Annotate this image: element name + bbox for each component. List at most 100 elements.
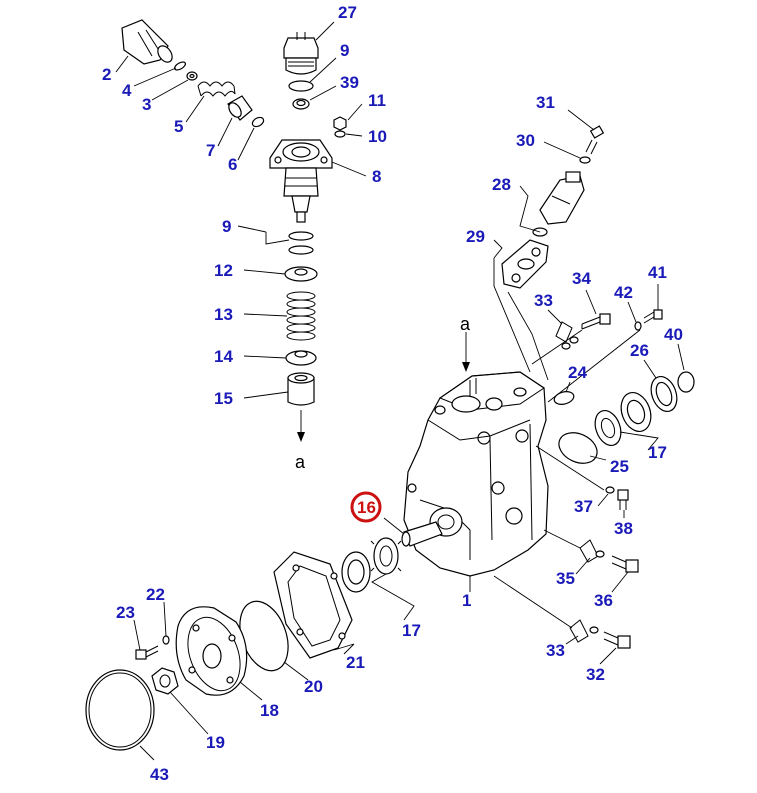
callout-4[interactable]: 4	[122, 81, 132, 100]
reference-arrow-body	[462, 332, 470, 372]
valve-housing-8-part	[269, 139, 333, 223]
callout-24[interactable]: 24	[568, 363, 587, 382]
callout-14[interactable]: 14	[214, 347, 233, 366]
oil-seal-17-part	[341, 551, 371, 593]
callout-20[interactable]: 20	[304, 677, 323, 696]
callout-28[interactable]: 28	[492, 175, 511, 194]
o-ring-9-upper-part	[288, 80, 314, 92]
callout-11[interactable]: 11	[368, 91, 386, 110]
callout-29[interactable]: 29	[466, 227, 485, 246]
bolt-23-part	[135, 645, 159, 660]
parts-drawing	[85, 19, 695, 751]
callout-22[interactable]: 22	[146, 585, 165, 604]
gasket-29-part	[501, 227, 549, 289]
bolt-32-part	[603, 631, 631, 649]
bolt-41-part	[643, 309, 663, 324]
callout-5[interactable]: 5	[174, 117, 183, 136]
ring-6-part	[251, 116, 265, 128]
callout-27[interactable]: 27	[338, 3, 357, 22]
reference-mark-body: a	[460, 314, 471, 334]
oil-seal-26-part	[650, 375, 678, 413]
callout-3[interactable]: 3	[142, 95, 151, 114]
o-ring-4-part	[173, 61, 187, 71]
callout-32[interactable]: 32	[586, 665, 605, 684]
callout-42[interactable]: 42	[614, 283, 633, 302]
cover-18-part	[175, 606, 248, 696]
callout-40[interactable]: 40	[664, 325, 683, 344]
reference-arrow-down	[297, 410, 305, 442]
washer-39-part	[292, 98, 310, 110]
callout-9-lower[interactable]: 9	[222, 217, 231, 236]
callout-38[interactable]: 38	[614, 519, 633, 538]
tappet-15-part	[287, 372, 315, 406]
callout-37[interactable]: 37	[574, 497, 593, 516]
o-ring-43-part	[85, 669, 155, 751]
reference-mark-tappet: a	[295, 452, 306, 472]
assembly-guide-line-33	[493, 575, 573, 629]
callout-19[interactable]: 19	[206, 733, 225, 752]
callout-13[interactable]: 13	[214, 305, 233, 324]
callout-26[interactable]: 26	[630, 341, 649, 360]
callout-15[interactable]: 15	[214, 389, 233, 408]
callout-30[interactable]: 30	[516, 131, 535, 150]
bearing-17-right-part	[594, 392, 652, 447]
callout-35[interactable]: 35	[556, 569, 575, 588]
washer-42-part	[634, 321, 642, 331]
plunger-spring-13-part	[286, 291, 316, 341]
bolt-38-part	[617, 489, 629, 510]
highlight-circle-16	[350, 491, 382, 523]
callout-31[interactable]: 31	[536, 93, 555, 112]
callout-9-upper[interactable]: 9	[340, 41, 349, 60]
o-rings-9-lower-part	[288, 231, 314, 255]
bolt-34-part	[581, 313, 611, 330]
spring-seat-12-part	[284, 266, 318, 282]
o-ring-24-part	[553, 391, 575, 405]
solenoid-2-part	[121, 19, 173, 65]
drive-shaft-16-part	[401, 507, 463, 547]
callout-33-lower[interactable]: 33	[546, 641, 565, 660]
callout-6[interactable]: 6	[228, 155, 237, 174]
callout-34[interactable]: 34	[572, 269, 591, 288]
spring-5-part	[197, 81, 236, 97]
callout-12[interactable]: 12	[214, 261, 233, 280]
delivery-valve-holder-part	[283, 32, 319, 75]
washer-37-part	[605, 486, 615, 494]
assembly-guide-line-bolt-41	[547, 329, 641, 403]
callout-43[interactable]: 43	[150, 765, 169, 784]
gear-17-left-part	[370, 537, 402, 575]
callout-7[interactable]: 7	[206, 141, 215, 160]
assembly-guide-line-35	[543, 529, 581, 549]
collar-7-part	[227, 95, 253, 121]
callout-36[interactable]: 36	[594, 591, 613, 610]
callout-16[interactable]: 16	[357, 498, 376, 517]
assembly-guide-line-sensor	[493, 258, 531, 373]
callout-17-right[interactable]: 17	[648, 443, 667, 462]
nut-40-part	[677, 371, 695, 393]
callout-33-upper[interactable]: 33	[534, 291, 553, 310]
bolt-31-part	[585, 125, 605, 155]
callout-41[interactable]: 41	[648, 263, 667, 282]
sensor-28-part	[539, 171, 585, 225]
leader-lines	[115, 21, 685, 761]
callout-21[interactable]: 21	[346, 653, 365, 672]
washer-22-part	[162, 635, 170, 645]
callout-1[interactable]: 1	[462, 591, 471, 610]
callout-labels: 27 9 39 11 10 8 2 4 3 5 7 6 9 12 13 14 1…	[102, 3, 683, 784]
callout-39[interactable]: 39	[340, 73, 359, 92]
o-ring-25-part	[558, 432, 598, 464]
callout-18[interactable]: 18	[260, 701, 279, 720]
gasket-21-part	[273, 551, 353, 659]
callout-23[interactable]: 23	[116, 603, 135, 622]
bolt-36-part	[611, 555, 639, 573]
assembly-guide-line-bolt-34	[531, 329, 583, 365]
callout-2[interactable]: 2	[102, 65, 111, 84]
washer-30-part	[579, 156, 591, 164]
callout-17-left[interactable]: 17	[402, 621, 421, 640]
callout-8[interactable]: 8	[372, 167, 381, 186]
callout-25[interactable]: 25	[610, 457, 629, 476]
pump-body-1-part	[403, 371, 549, 577]
nut-19-part	[151, 667, 179, 695]
washer-35-part	[579, 539, 605, 563]
callout-10[interactable]: 10	[368, 127, 387, 146]
